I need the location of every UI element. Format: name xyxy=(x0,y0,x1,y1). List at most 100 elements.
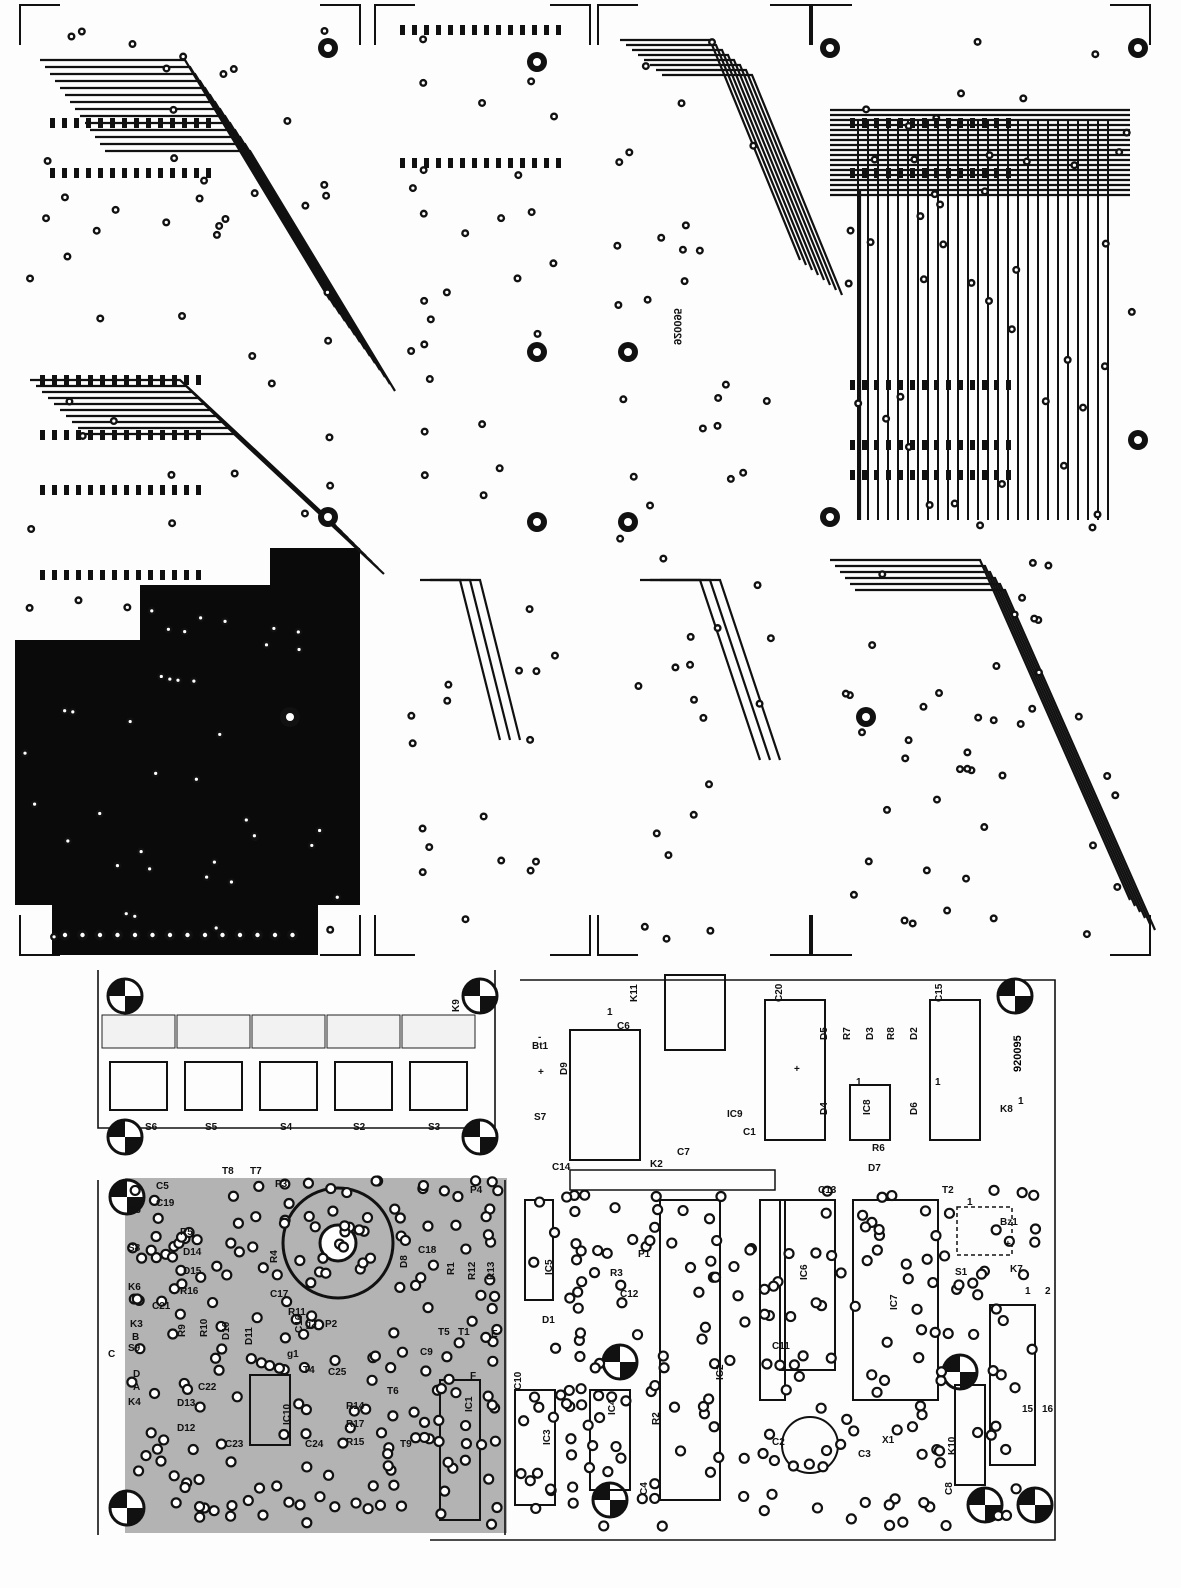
pad-hole xyxy=(880,572,884,576)
pad-hole xyxy=(253,191,257,195)
pad-hole xyxy=(978,523,982,527)
component-pad xyxy=(906,1421,919,1433)
pad-hole xyxy=(958,767,962,771)
component-pad xyxy=(152,1212,164,1224)
pad-hole xyxy=(80,932,85,938)
component-label-d13: D13 xyxy=(177,1398,196,1409)
component-pad xyxy=(881,1336,893,1348)
component-pad xyxy=(450,1219,462,1231)
pad-hole xyxy=(1030,707,1034,711)
ic-pad xyxy=(862,440,867,450)
pad-hole xyxy=(1046,563,1051,568)
component-pad xyxy=(221,1269,233,1281)
component-outline xyxy=(764,999,826,1141)
pad-hole xyxy=(925,868,929,873)
component-label-k10: K10 xyxy=(947,1436,958,1455)
component-pad xyxy=(990,1420,1002,1432)
switch-cap xyxy=(109,1061,168,1111)
component-label-c18: C18 xyxy=(418,1245,437,1256)
pad-hole xyxy=(446,683,451,687)
component-pad xyxy=(136,1252,148,1264)
pad-hole xyxy=(420,826,425,831)
component-pad xyxy=(487,1355,499,1367)
ic-pad xyxy=(946,470,951,480)
component-pad xyxy=(990,1224,1002,1236)
pad-hole xyxy=(1077,714,1081,719)
component-label-c14: C14 xyxy=(552,1162,571,1173)
ic-pad xyxy=(182,168,187,178)
component-pad xyxy=(817,1461,829,1473)
pad-hole xyxy=(166,627,170,631)
component-pad xyxy=(915,1324,928,1336)
pad-hole xyxy=(463,917,468,921)
pad-hole xyxy=(112,419,116,423)
pad-hole xyxy=(655,831,659,835)
component-pad xyxy=(422,1220,434,1232)
component-pad xyxy=(303,1210,315,1223)
component-pad xyxy=(861,1255,873,1267)
component-pad xyxy=(322,1469,335,1481)
pad-hole xyxy=(445,290,449,294)
component-label-d2: D2 xyxy=(909,1027,920,1040)
board-corner-mark xyxy=(374,4,591,956)
component-label-t8: T8 xyxy=(222,1166,234,1177)
pad-hole xyxy=(530,210,534,214)
pad-hole xyxy=(65,254,70,259)
component-pad xyxy=(549,1342,562,1354)
component-pad xyxy=(348,1405,360,1417)
ic-pad xyxy=(62,118,67,128)
component-label-s6: S6 xyxy=(145,1122,158,1133)
pad-hole xyxy=(29,527,33,531)
component-pad xyxy=(168,1283,180,1295)
pad-hole xyxy=(421,870,425,874)
ic-pad xyxy=(76,570,81,580)
ic-pad xyxy=(886,168,891,178)
component-pad xyxy=(708,1421,720,1433)
component-pad xyxy=(708,1358,721,1370)
component-pad xyxy=(570,1254,583,1266)
component-label-t5: T5 xyxy=(438,1327,450,1338)
mounting-hole-fill xyxy=(108,979,142,1013)
component-pad xyxy=(302,1177,315,1189)
copper-track-layout xyxy=(15,4,1157,956)
component-outline xyxy=(954,1384,986,1486)
component-label-c2: C2 xyxy=(772,1437,785,1448)
component-pad xyxy=(871,1386,883,1398)
pad-hole xyxy=(692,813,696,817)
pad-hole xyxy=(324,513,332,521)
component-pad xyxy=(715,1190,727,1203)
component-label-r7: R7 xyxy=(842,1027,853,1040)
pad-hole xyxy=(708,929,712,933)
ic-pad xyxy=(934,380,939,390)
component-pad xyxy=(148,1194,161,1206)
component-pad xyxy=(997,1314,1009,1327)
pad-hole xyxy=(411,186,415,190)
pad-hole xyxy=(715,424,720,428)
ic-pad xyxy=(532,158,537,168)
component-pad xyxy=(561,1191,573,1203)
component-label-s2: S2 xyxy=(353,1122,366,1133)
component-pad xyxy=(418,1431,431,1444)
ic-pad xyxy=(112,485,117,495)
component-pad xyxy=(273,1362,285,1374)
component-pad xyxy=(935,1374,947,1387)
ic-pad xyxy=(184,485,189,495)
component-pad xyxy=(293,1398,305,1410)
component-label-c22: C22 xyxy=(198,1382,217,1393)
pad-hole xyxy=(322,183,326,187)
pad-hole xyxy=(627,150,631,154)
ic-pad xyxy=(88,485,93,495)
component-pad xyxy=(187,1443,199,1456)
component-pad xyxy=(810,1247,822,1259)
component-label-c3: C3 xyxy=(858,1449,871,1460)
ic-pad xyxy=(862,168,867,178)
pad-hole xyxy=(533,348,541,356)
component-pad xyxy=(768,1454,781,1467)
ic-pad xyxy=(934,440,939,450)
component-label-d12: D12 xyxy=(177,1423,196,1434)
ic-pad xyxy=(122,168,127,178)
pad-hole xyxy=(52,935,56,939)
ic-pad xyxy=(110,118,115,128)
pad-hole xyxy=(661,556,665,561)
pad-hole xyxy=(992,718,996,722)
